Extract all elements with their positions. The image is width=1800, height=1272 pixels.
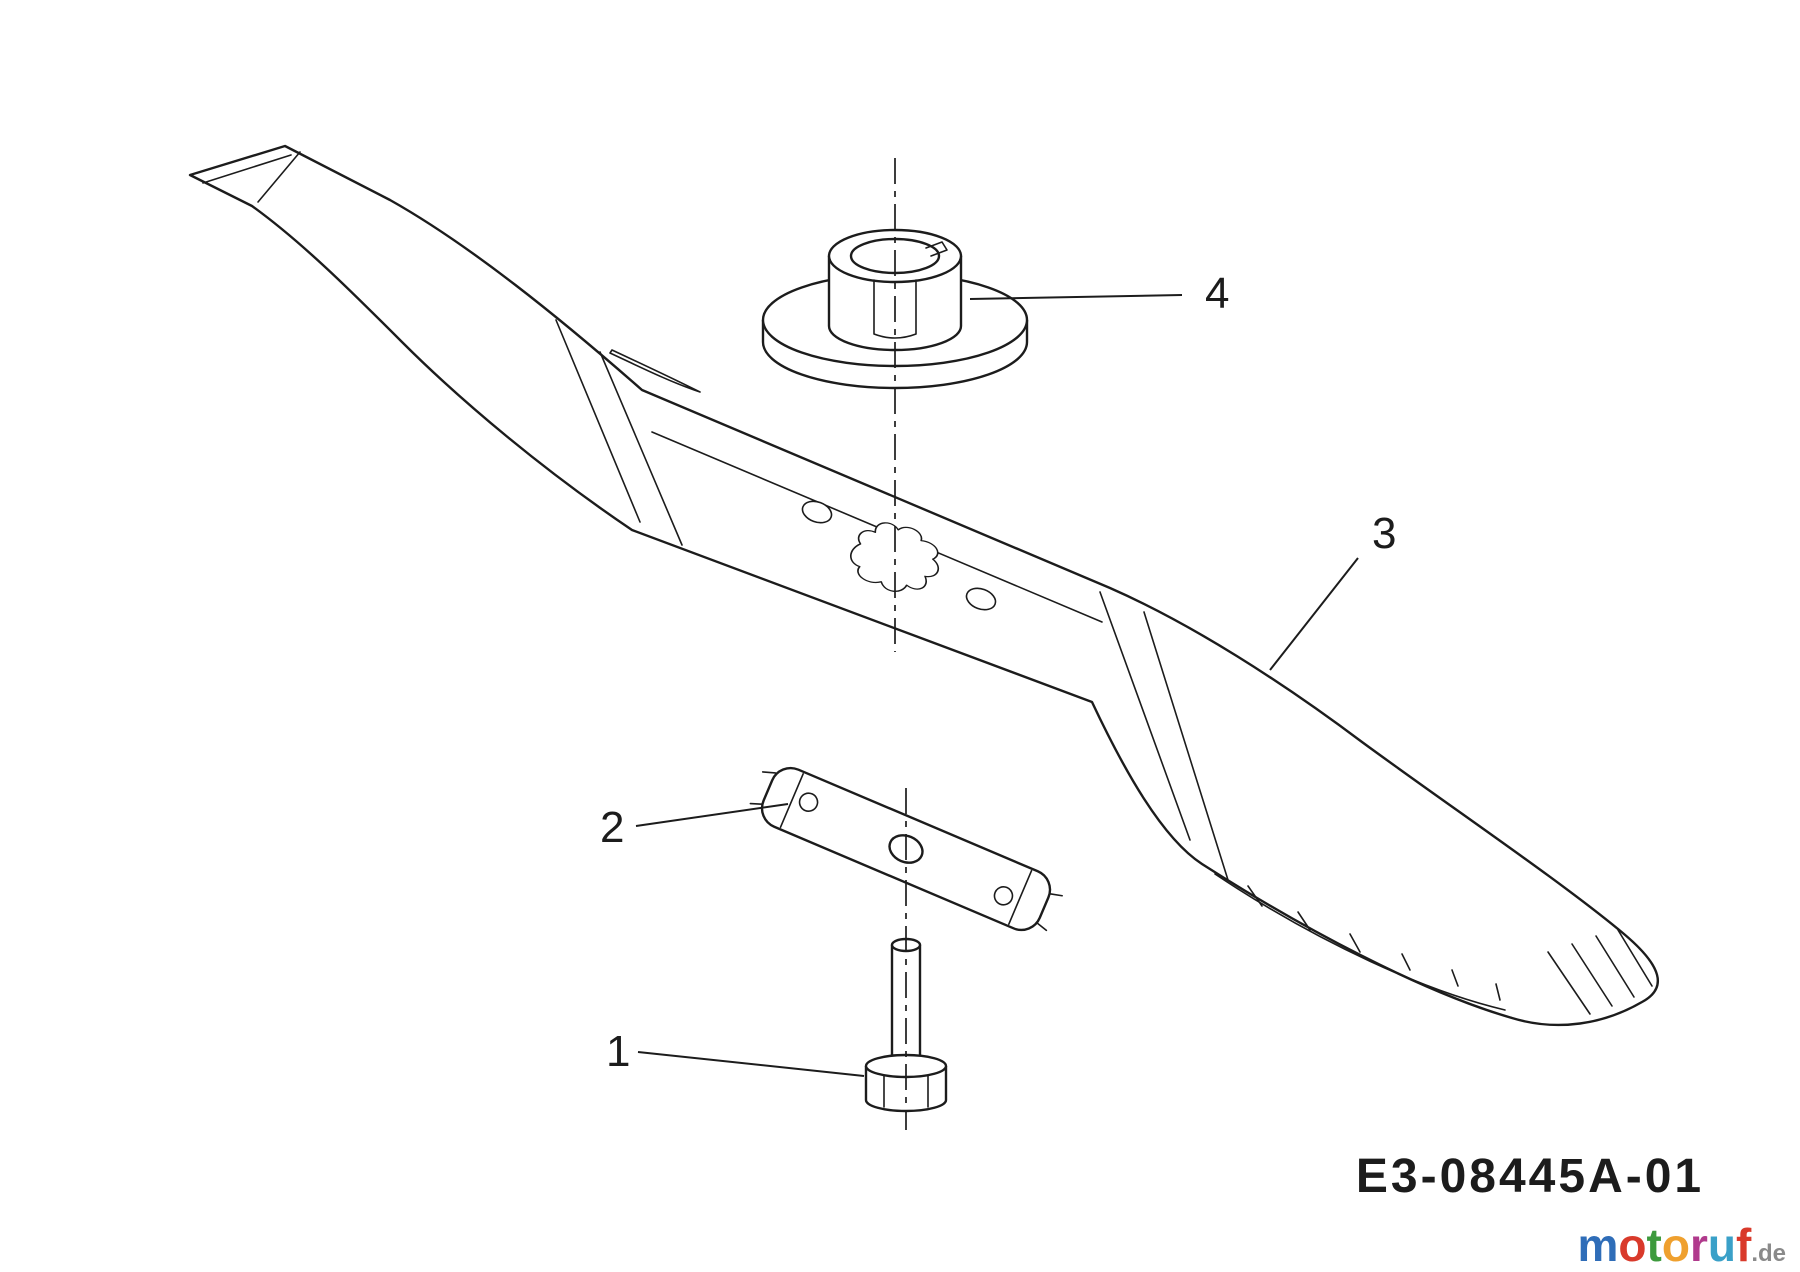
blade-right-twist-line-1 xyxy=(1099,591,1191,841)
part-label-3: 3 xyxy=(1372,509,1396,558)
logo-letter: r xyxy=(1689,1219,1708,1271)
holder-pin-left xyxy=(798,792,819,812)
blade-slot xyxy=(609,349,701,393)
blade-hole-right xyxy=(965,587,997,611)
blade-left-twist-line-1 xyxy=(555,319,641,523)
holder-left-tab xyxy=(749,771,777,805)
logo-letter: f xyxy=(1735,1219,1752,1271)
blade-cutting-edge-hatching xyxy=(1247,885,1501,1001)
mower-blade-drawing xyxy=(188,144,1659,1027)
holder-left-bend-line xyxy=(779,773,804,829)
blade-hole-left xyxy=(801,500,833,524)
holder-right-tab xyxy=(1036,893,1063,932)
diagram-code: E3-08445A-01 xyxy=(1356,1150,1704,1203)
logo-letter: m xyxy=(1577,1219,1619,1271)
bolt-shaft xyxy=(890,943,922,1064)
blade-left-fold-line xyxy=(257,151,301,203)
callout-part-2: 2 xyxy=(600,803,789,852)
adapter-key-notch xyxy=(925,241,948,257)
blade-tip-hatching xyxy=(1547,929,1653,1015)
blade-left-twist-line-2 xyxy=(599,351,683,546)
part-label-4: 4 xyxy=(1205,269,1229,318)
logo-suffix: .de xyxy=(1751,1240,1786,1267)
leader-line-1 xyxy=(637,1051,865,1077)
logo-letter: o xyxy=(1661,1219,1690,1271)
part-label-1: 1 xyxy=(606,1027,630,1076)
callout-part-1: 1 xyxy=(606,1027,865,1077)
blade-center-star-hole xyxy=(849,522,940,592)
leader-line-3 xyxy=(1269,557,1359,671)
brand-logo: motoruf.de xyxy=(1578,1222,1786,1268)
callout-part-4: 4 xyxy=(969,269,1229,318)
blade-right-twist-line-2 xyxy=(1143,611,1229,881)
holder-right-bend-line xyxy=(1008,869,1033,925)
blade-left-tip-line xyxy=(202,154,292,184)
adapter-keyway-slot xyxy=(873,279,917,339)
part-label-2: 2 xyxy=(600,803,624,852)
callout-part-3: 3 xyxy=(1269,509,1396,671)
leader-line-4 xyxy=(969,294,1183,300)
leader-line-2 xyxy=(635,803,789,827)
holder-pin-right xyxy=(993,886,1014,906)
logo-letter: u xyxy=(1707,1219,1736,1271)
logo-letter: o xyxy=(1618,1219,1647,1271)
logo-letters: motoruf xyxy=(1578,1219,1752,1271)
blade-cutting-edge-line xyxy=(1214,873,1506,1011)
bolt-hex-facets xyxy=(883,1074,929,1108)
logo-letter: t xyxy=(1646,1219,1662,1271)
